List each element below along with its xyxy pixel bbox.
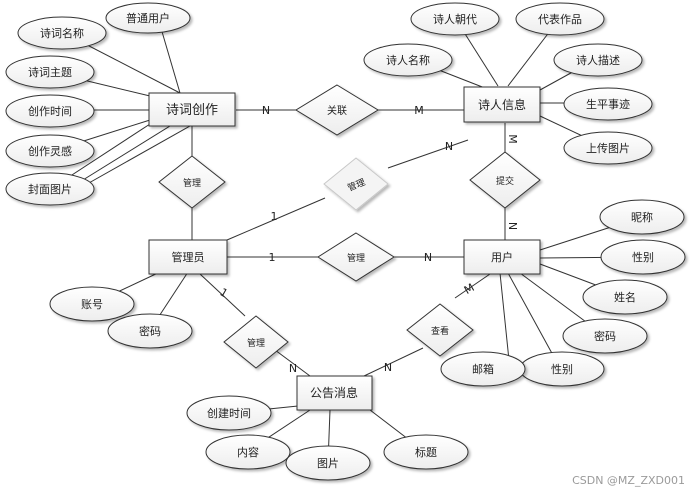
- entity-notice: 公告消息: [296, 375, 373, 411]
- attribute-label: 密码: [139, 324, 161, 338]
- relationship-poet-user-label: 提交: [496, 175, 514, 187]
- attribute-ellipse: 代表作品: [515, 2, 605, 36]
- attribute-ellipse: 诗人名称: [363, 43, 453, 77]
- entity-admin: 管理员: [148, 239, 228, 275]
- attribute-label: 内容: [237, 445, 259, 459]
- relationship-admin-user: 管理: [317, 232, 395, 282]
- attribute-label: 创建时间: [207, 406, 251, 420]
- relationship-admin-poet: 管理: [323, 157, 389, 211]
- attribute-label: 昵称: [631, 210, 653, 224]
- attribute-ellipse: 诗词名称: [17, 16, 107, 50]
- attribute-label: 封面图片: [28, 182, 72, 196]
- entity-poem-label: 诗词创作: [166, 103, 218, 118]
- attribute-ellipse: 姓名: [582, 279, 668, 315]
- attribute-label: 密码: [594, 329, 616, 343]
- card-admin-poet-1: 1: [271, 210, 278, 223]
- relationship-user-notice-label: 查看: [431, 325, 449, 337]
- attribute-label: 诗词主题: [28, 65, 72, 79]
- relationship-poem-poet-label: 关联: [327, 104, 347, 117]
- card-poet-user-m: M: [506, 134, 519, 144]
- relationship-admin-notice-label: 管理: [247, 337, 265, 349]
- card-admin-user-1: 1: [269, 251, 276, 264]
- attribute-ellipse: 普通用户: [105, 2, 191, 34]
- attribute-ellipse: 性别: [600, 239, 686, 275]
- entity-admin-label: 管理员: [172, 250, 205, 264]
- attributes-user: 昵称 性别 姓名 密码 性别 邮箱: [440, 199, 686, 387]
- attribute-ellipse: 昵称: [599, 199, 685, 235]
- card-admin-notice-1: 1: [217, 286, 230, 301]
- attribute-label: 创作灵感: [28, 145, 72, 158]
- card-poem-poet-n: N: [262, 104, 270, 117]
- card-admin-user-n: N: [424, 251, 432, 264]
- watermark: CSDN @MZ_ZXD001: [572, 474, 685, 487]
- attribute-ellipse: 账号: [49, 286, 135, 322]
- attribute-ellipse: 密码: [562, 318, 648, 354]
- attribute-label: 标题: [415, 445, 437, 459]
- attributes-poem: 诗词名称 普通用户 诗词主题 创作时间 创作灵感 封面图片: [5, 2, 191, 206]
- attribute-ellipse: 密码: [107, 313, 193, 349]
- relationship-admin-notice: 管理: [223, 315, 289, 369]
- attribute-ellipse: 性别: [519, 351, 605, 387]
- entity-user: 用户: [463, 239, 541, 275]
- attribute-label: 普通用户: [126, 11, 170, 25]
- attribute-label: 创作时间: [28, 105, 72, 118]
- entity-poet-label: 诗人信息: [478, 97, 526, 112]
- attributes-notice: 创建时间 内容 图片 标题: [186, 395, 469, 481]
- attribute-label: 账号: [81, 298, 103, 311]
- entity-user-label: 用户: [491, 250, 513, 264]
- attribute-ellipse: 创建时间: [186, 395, 272, 431]
- attribute-label: 生平事迹: [586, 97, 630, 111]
- relationship-admin-user-label: 管理: [347, 252, 365, 264]
- attribute-label: 图片: [317, 457, 339, 470]
- attribute-label: 诗词名称: [40, 26, 84, 40]
- attribute-label: 性别: [632, 250, 654, 264]
- relationship-poem-poet: 关联: [295, 84, 379, 136]
- attribute-ellipse: 封面图片: [5, 172, 95, 206]
- attribute-label: 代表作品: [538, 12, 582, 26]
- card-admin-notice-n: N: [289, 362, 297, 375]
- attribute-ellipse: 上传图片: [563, 131, 653, 165]
- attribute-ellipse: 诗人朝代: [410, 2, 500, 36]
- attributes-admin: 账号 密码: [49, 286, 193, 349]
- attribute-ellipse: 创作灵感: [5, 134, 95, 168]
- relationship-admin-poem: 管理: [158, 155, 226, 209]
- attribute-ellipse: 诗人描述: [553, 43, 643, 77]
- attribute-label: 性别: [551, 362, 573, 376]
- attribute-ellipse: 邮箱: [440, 351, 526, 387]
- attribute-label: 邮箱: [472, 362, 494, 376]
- attribute-ellipse: 创作时间: [5, 94, 95, 128]
- attribute-label: 诗人描述: [576, 53, 620, 67]
- attribute-ellipse: 内容: [205, 434, 291, 470]
- attribute-label: 姓名: [614, 290, 636, 304]
- attribute-label: 诗人朝代: [433, 12, 477, 26]
- attribute-ellipse: 标题: [383, 434, 469, 470]
- relationship-admin-poem-label: 管理: [183, 177, 201, 189]
- card-admin-poet-n: N: [445, 140, 453, 153]
- entity-poem: 诗词创作: [148, 92, 236, 127]
- relationship-poet-user: 提交: [469, 151, 541, 209]
- attribute-ellipse: 诗词主题: [5, 55, 95, 89]
- attributes-poet: 诗人朝代 代表作品 诗人名称 诗人描述 生平事迹 上传图片: [363, 2, 653, 165]
- entity-poet: 诗人信息: [463, 86, 541, 123]
- card-user-notice-n: N: [384, 361, 392, 374]
- attribute-label: 诗人名称: [386, 53, 430, 67]
- card-user-notice-m: M: [462, 281, 477, 297]
- relationship-user-notice: 查看: [406, 303, 474, 357]
- card-poem-poet-m: M: [414, 104, 424, 117]
- attribute-ellipse: 图片: [285, 445, 371, 481]
- entity-notice-label: 公告消息: [310, 385, 358, 400]
- card-poet-user-n: N: [506, 222, 519, 230]
- attribute-label: 上传图片: [586, 142, 630, 155]
- attribute-ellipse: 生平事迹: [563, 87, 653, 121]
